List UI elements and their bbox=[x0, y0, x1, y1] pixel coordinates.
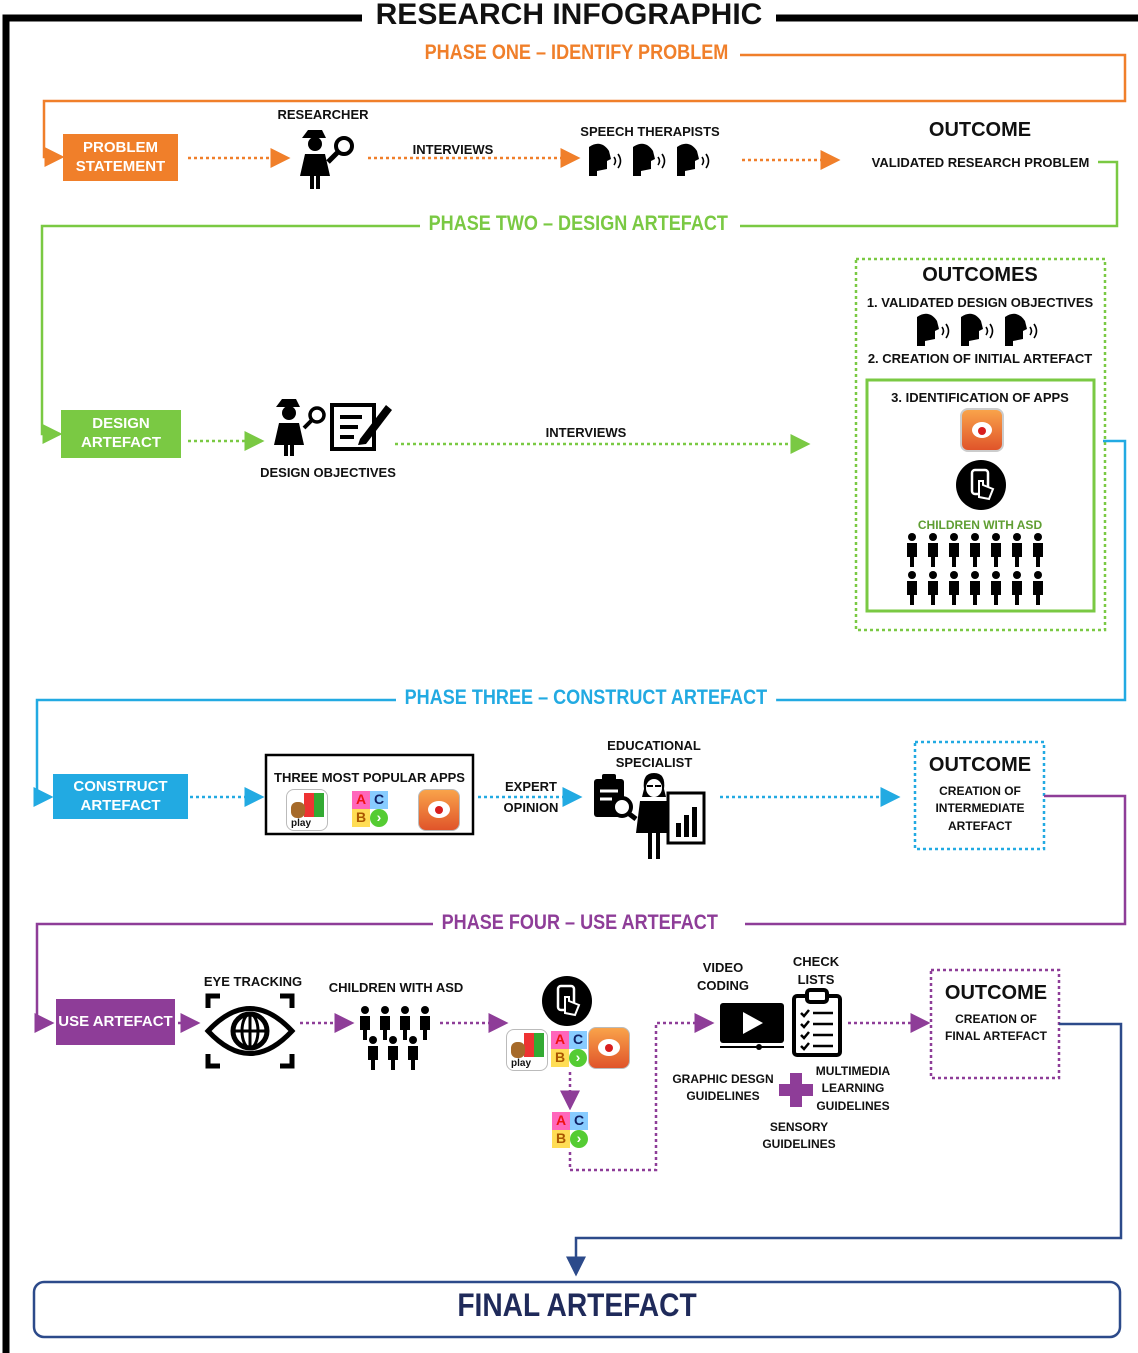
eye-tracking-label: EYE TRACKING bbox=[203, 974, 303, 989]
speech-therapists-label: SPEECH THERAPISTS bbox=[580, 124, 720, 139]
touch-phone-icon bbox=[956, 460, 1006, 510]
researcher-label: RESEARCHER bbox=[277, 107, 369, 122]
eye-tracking-icon bbox=[204, 993, 296, 1069]
phase-four-heading: PHASE FOUR – USE ARTEFACT bbox=[433, 911, 727, 935]
phase4-outcome-title: OUTCOME bbox=[944, 982, 1048, 1004]
speaking-head-icon bbox=[589, 143, 710, 176]
sensory-guidelines-label: SENSORY GUIDELINES bbox=[762, 1120, 836, 1152]
graphic-design-guidelines-label: GRAPHIC DESGN GUIDELINES bbox=[672, 1072, 774, 1104]
puzzle-app-icon: play bbox=[286, 789, 328, 831]
final-artefact-box: FINAL ARTEFACT bbox=[457, 1287, 697, 1323]
clown-app-icon bbox=[960, 408, 1004, 452]
phase-two-heading: PHASE TWO – DESIGN ARTEFACT bbox=[420, 212, 737, 236]
checklist-icon bbox=[792, 988, 842, 1057]
document-edit-icon bbox=[274, 399, 392, 456]
abc-app-icon: A C B › bbox=[549, 1029, 589, 1069]
abc-app-icon: A C B › bbox=[550, 1110, 590, 1150]
multimedia-learning-guidelines-label: MULTIMEDIA LEARNING GUIDELINES bbox=[815, 1064, 891, 1113]
plus-icon bbox=[779, 1073, 813, 1107]
teacher-icon bbox=[636, 773, 706, 859]
educational-specialist-label: EDUCATIONAL SPECIALIST bbox=[607, 738, 701, 770]
phase3-outcome-text: CREATION OF INTERMEDIATE ARTEFACT bbox=[935, 784, 1025, 833]
check-lists-label: CHECK LISTS bbox=[792, 954, 840, 987]
outcome-validated-design-objectives: 1. VALIDATED DESIGN OBJECTIVES bbox=[866, 295, 1094, 310]
phase1-outcome-text: VALIDATED RESEARCH PROBLEM bbox=[871, 155, 1090, 170]
clown-app-icon bbox=[418, 789, 460, 831]
person-icon bbox=[360, 1006, 430, 1070]
phase4-outcome-text: CREATION OF FINAL ARTEFACT bbox=[945, 1012, 1047, 1044]
puzzle-app-icon: play bbox=[506, 1029, 548, 1071]
construct-artefact-box: CONSTRUCT ARTEFACT bbox=[53, 774, 188, 819]
phase2-interviews-label: INTERVIEWS bbox=[545, 425, 627, 440]
use-artefact-box: USE ARTEFACT bbox=[56, 999, 175, 1045]
touch-phone-icon bbox=[542, 976, 592, 1026]
phase3-outcome-title: OUTCOME bbox=[928, 754, 1032, 776]
phase4-children-label: CHILDREN WITH ASD bbox=[328, 980, 464, 995]
three-popular-apps-label: THREE MOST POPULAR APPS bbox=[274, 770, 465, 785]
researcher-icon bbox=[300, 130, 354, 189]
abc-app-icon: A C B › bbox=[350, 789, 390, 829]
design-objectives-label: DESIGN OBJECTIVES bbox=[260, 465, 396, 480]
video-player-icon bbox=[720, 1003, 784, 1050]
phase1-interviews-label: INTERVIEWS bbox=[412, 142, 494, 157]
phase-one-heading: PHASE ONE – IDENTIFY PROBLEM bbox=[416, 41, 737, 65]
clown-app-icon bbox=[588, 1027, 630, 1069]
phase2-outcomes-title: OUTCOMES bbox=[922, 264, 1038, 286]
phase2-children-label: CHILDREN WITH ASD bbox=[917, 518, 1043, 532]
speaking-head-icon bbox=[917, 313, 1038, 346]
outcome-identification-of-apps: 3. IDENTIFICATION OF APPS bbox=[891, 390, 1069, 405]
problem-statement-box: PROBLEM STATEMENT bbox=[63, 134, 178, 181]
phase-three-heading: PHASE THREE – CONSTRUCT ARTEFACT bbox=[396, 686, 776, 710]
expert-opinion-label: EXPERT OPINION bbox=[503, 779, 559, 815]
design-artefact-box: DESIGN ARTEFACT bbox=[61, 410, 181, 458]
outcome-initial-artefact: 2. CREATION OF INITIAL ARTEFACT bbox=[867, 351, 1093, 366]
person-icon bbox=[907, 533, 1043, 605]
clipboard-magnifier-icon bbox=[594, 774, 638, 821]
phase1-outcome-title: OUTCOME bbox=[928, 119, 1032, 141]
infographic-title: RESEARCH INFOGRAPHIC bbox=[0, 0, 1138, 32]
video-coding-label: VIDEO CODING bbox=[697, 960, 749, 993]
